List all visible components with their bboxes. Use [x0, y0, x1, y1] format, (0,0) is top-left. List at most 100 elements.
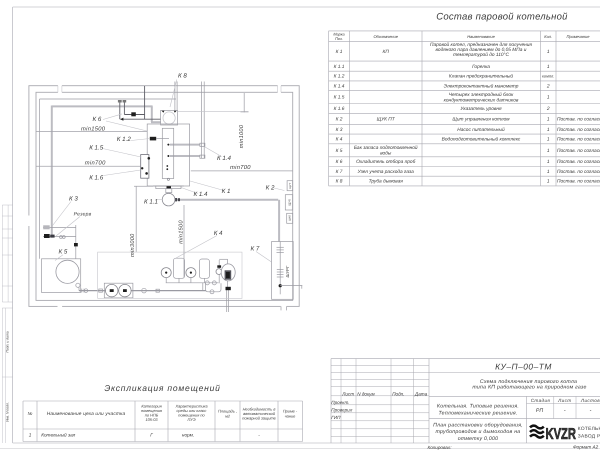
svg-text:ШУРГ: ШУРГ: [285, 265, 290, 277]
svg-text:Постав. по согласов: Постав. по согласов: [557, 159, 600, 165]
svg-text:отметку 0,000: отметку 0,000: [458, 436, 499, 442]
svg-text:К 1.4: К 1.4: [194, 191, 209, 198]
svg-text:ЩУТ: ЩУТ: [289, 183, 292, 189]
svg-text:по НПБ: по НПБ: [145, 412, 159, 417]
svg-text:К 1.1: К 1.1: [144, 198, 158, 205]
svg-text:Дата: Дата: [414, 391, 428, 396]
svg-text:Наименование: Наименование: [467, 34, 495, 39]
svg-text:К 1.2: К 1.2: [334, 74, 345, 80]
svg-text:норм.: норм.: [182, 433, 194, 438]
svg-text:-: -: [564, 408, 566, 414]
svg-text:К 1.4: К 1.4: [334, 83, 345, 89]
svg-text:min1500: min1500: [177, 220, 184, 244]
svg-text:К 5: К 5: [336, 148, 343, 154]
svg-text:Узел учета расхода газа: Узел учета расхода газа: [358, 169, 415, 175]
svg-text:К 1: К 1: [222, 188, 231, 195]
svg-text:трубопроводов и дымоходов на: трубопроводов и дымоходов на: [436, 429, 521, 435]
svg-text:Категория: Категория: [141, 403, 161, 408]
svg-text:К 4: К 4: [336, 137, 343, 143]
svg-text:min700: min700: [230, 164, 251, 171]
svg-text:Характеристика: Характеристика: [174, 403, 208, 408]
svg-text:min3000: min3000: [129, 233, 136, 257]
svg-text:1: 1: [29, 433, 32, 438]
svg-text:К 1.5: К 1.5: [334, 95, 345, 101]
svg-text:Подп. и дата: Подп. и дата: [5, 331, 9, 352]
svg-text:-: -: [258, 433, 260, 438]
svg-text:ЩАО: ЩАО: [289, 215, 292, 221]
svg-text:Формат А2: Формат А2: [573, 445, 599, 450]
svg-text:типа КП работающего на природн: типа КП работающего на природном газе: [472, 384, 586, 390]
svg-text:кондуктометрических датчиков: кондуктометрических датчиков: [444, 98, 519, 104]
svg-text:Обозначение: Обозначение: [373, 34, 398, 39]
svg-text:ЩУК ПТ: ЩУК ПТ: [377, 117, 396, 123]
svg-text:Кол.: Кол.: [544, 34, 552, 39]
svg-text:-: -: [590, 408, 592, 414]
svg-text:Постав. по согласов: Постав. по согласов: [557, 117, 600, 123]
svg-text:КУ–П–00–ТМ: КУ–П–00–ТМ: [495, 361, 552, 371]
svg-text:105-03: 105-03: [145, 417, 158, 422]
svg-text:РП: РП: [536, 408, 543, 414]
svg-text:К 1.6: К 1.6: [89, 174, 104, 181]
svg-text:Паровой котел, предназначен дл: Паровой котел, предназначен для получени…: [430, 42, 532, 48]
svg-text:Приме -: Приме -: [283, 408, 298, 413]
svg-text:Насос питательный: Насос питательный: [457, 127, 505, 133]
svg-text:Горелка: Горелка: [472, 64, 490, 70]
svg-text:1: 1: [547, 159, 550, 165]
svg-text:Четырех электродный блок: Четырех электродный блок: [449, 92, 514, 98]
svg-text:KVZR: KVZR: [545, 426, 576, 443]
svg-text:1: 1: [547, 179, 550, 185]
svg-text:Постав. по согласов: Постав. по согласов: [557, 137, 600, 143]
svg-text:К 1.5: К 1.5: [89, 144, 104, 151]
svg-text:1: 1: [547, 117, 550, 123]
svg-text:1: 1: [547, 127, 550, 133]
svg-text:Стадия: Стадия: [531, 398, 551, 403]
svg-text:К 2: К 2: [266, 184, 275, 191]
svg-text:1: 1: [547, 169, 550, 175]
svg-text:N докум: N докум: [357, 391, 375, 396]
svg-text:ЩУК: ЩУК: [287, 199, 291, 206]
svg-text:№: №: [28, 411, 33, 416]
svg-text:м2: м2: [225, 413, 231, 418]
svg-text:К 6: К 6: [336, 159, 343, 165]
svg-text:КП: КП: [383, 49, 390, 55]
svg-text:Лист: Лист: [557, 398, 571, 403]
svg-text:автоматической: автоматической: [243, 411, 276, 416]
svg-text:min700: min700: [85, 159, 106, 166]
svg-text:min1500: min1500: [81, 125, 106, 132]
svg-text:К 7: К 7: [336, 169, 343, 175]
svg-text:Подп.: Подп.: [392, 391, 404, 396]
svg-text:Указатель уровня: Указатель уровня: [460, 106, 502, 112]
svg-text:температурой до 110°С: температурой до 110°С: [453, 52, 509, 58]
svg-text:Водоподготовительный комплекс: Водоподготовительный комплекс: [442, 137, 521, 143]
svg-text:ПУЭ: ПУЭ: [187, 417, 195, 422]
svg-text:Труба дымовая: Труба дымовая: [369, 179, 404, 185]
svg-text:Постав. по согласов: Постав. по согласов: [557, 169, 600, 175]
svg-text:К 6: К 6: [93, 116, 102, 123]
svg-text:К 1.1: К 1.1: [334, 64, 345, 70]
svg-text:Проект.: Проект.: [331, 400, 349, 405]
svg-text:чание: чание: [285, 413, 296, 418]
svg-text:Копировал:: Копировал:: [427, 445, 452, 450]
svg-text:1: 1: [547, 49, 550, 55]
svg-text:Примечание: Примечание: [566, 34, 590, 39]
svg-text:Котельная. Типовые решения.: Котельная. Типовые решения.: [437, 403, 519, 409]
svg-text:К 3: К 3: [336, 127, 343, 133]
svg-text:К 8: К 8: [336, 179, 343, 185]
svg-text:помещения: помещения: [141, 408, 162, 413]
svg-text:2: 2: [546, 106, 550, 112]
svg-text:Лист: Лист: [341, 391, 354, 396]
svg-text:водяного пара давлением до 0,0: водяного пара давлением до 0,05 МПа и: [436, 47, 527, 53]
svg-text:помещения по: помещения по: [178, 412, 205, 417]
svg-text:К 1.6: К 1.6: [334, 106, 345, 112]
svg-text:1: 1: [547, 64, 550, 70]
svg-text:Необходимость в: Необходимость в: [243, 406, 276, 411]
svg-text:воды: воды: [380, 150, 392, 156]
svg-text:К 1: К 1: [336, 49, 343, 55]
svg-text:Постав. по согласов: Постав. по согласов: [557, 127, 600, 133]
svg-text:ЗАВОД РО: ЗАВОД РО: [578, 433, 600, 439]
svg-text:Постав. по согласов: Постав. по согласов: [557, 148, 600, 154]
svg-text:Состав паровой котельной: Состав паровой котельной: [436, 12, 568, 23]
svg-text:min1000: min1000: [238, 124, 245, 148]
svg-text:компл.: компл.: [542, 74, 554, 79]
svg-text:1: 1: [547, 95, 550, 101]
